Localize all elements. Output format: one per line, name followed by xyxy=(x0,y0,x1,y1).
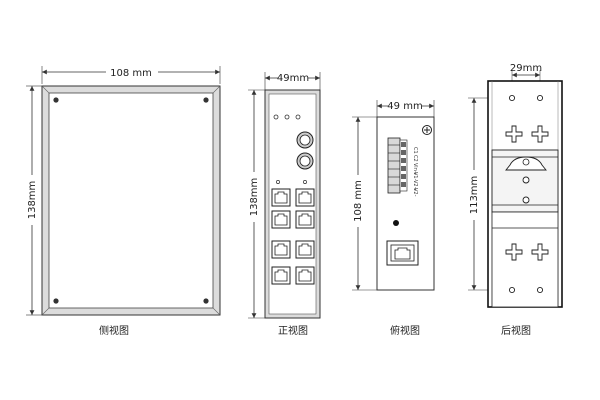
screw-icon xyxy=(203,97,209,103)
ground-screw-icon xyxy=(422,125,432,135)
terminal-label: V2- xyxy=(412,188,418,197)
rear-height-label: 113mm xyxy=(469,176,480,215)
mount-hole-icon xyxy=(536,286,544,294)
screw-icon xyxy=(53,298,59,304)
led-icon xyxy=(276,180,280,184)
front-width-label: 49mm xyxy=(277,73,309,84)
terminal-label: Vin+ xyxy=(412,163,418,175)
cross-slot-icon xyxy=(505,125,523,143)
rj45-port-icon xyxy=(295,240,315,259)
front-height-label: 138mm xyxy=(249,178,260,217)
rear-view: 29mm 113mm xyxy=(466,63,563,337)
front-view: 49mm 138mm xyxy=(246,72,321,337)
fiber-port xyxy=(296,152,314,170)
screw-icon xyxy=(203,298,209,304)
din-rail-clip xyxy=(491,149,559,213)
side-view: 108 mm 138mm 侧视图 xyxy=(24,66,221,337)
terminal-label: V2+ xyxy=(412,180,418,191)
console-port-icon xyxy=(386,240,419,266)
mount-hole-icon xyxy=(536,94,544,102)
led-icon xyxy=(273,114,279,120)
top-height-label: 108 mm xyxy=(353,180,364,222)
led-icon xyxy=(295,114,301,120)
reset-hole-icon xyxy=(393,220,399,226)
rj45-port-icon xyxy=(295,188,315,207)
screw-icon xyxy=(53,97,59,103)
clip-hole-icon xyxy=(522,176,530,184)
rj45-port-grid xyxy=(271,188,315,285)
rear-width-label: 29mm xyxy=(510,63,542,74)
top-width-label: 49 mm xyxy=(387,101,422,112)
terminal-label: C2 xyxy=(412,155,418,162)
side-height-label: 138mm xyxy=(27,181,38,220)
rj45-port-icon xyxy=(271,240,291,259)
rear-view-caption: 后视图 xyxy=(501,324,531,337)
top-view: 49 mm 108 mm xyxy=(350,100,435,337)
clip-hole-icon xyxy=(522,196,530,204)
led-icon xyxy=(284,114,290,120)
mount-hole-icon xyxy=(508,94,516,102)
mount-hole-icon xyxy=(508,286,516,294)
terminal-label: V1- xyxy=(412,172,418,181)
side-width-label: 108 mm xyxy=(110,68,152,79)
cross-slot-icon xyxy=(531,243,549,261)
top-view-caption: 俯视图 xyxy=(390,324,420,337)
led-icon xyxy=(303,180,307,184)
side-panel xyxy=(48,92,214,309)
front-view-caption: 正视图 xyxy=(278,324,308,337)
rj45-port-icon xyxy=(271,210,291,229)
cross-slot-icon xyxy=(531,125,549,143)
power-terminal-block xyxy=(387,137,408,194)
side-view-caption: 侧视图 xyxy=(99,324,129,337)
rj45-port-icon xyxy=(295,266,315,285)
cross-slot-icon xyxy=(505,243,523,261)
rj45-port-icon xyxy=(271,188,291,207)
rj45-port-icon xyxy=(295,210,315,229)
fiber-port xyxy=(296,131,314,149)
terminal-label: C1 xyxy=(412,147,418,154)
rj45-port-icon xyxy=(271,266,291,285)
